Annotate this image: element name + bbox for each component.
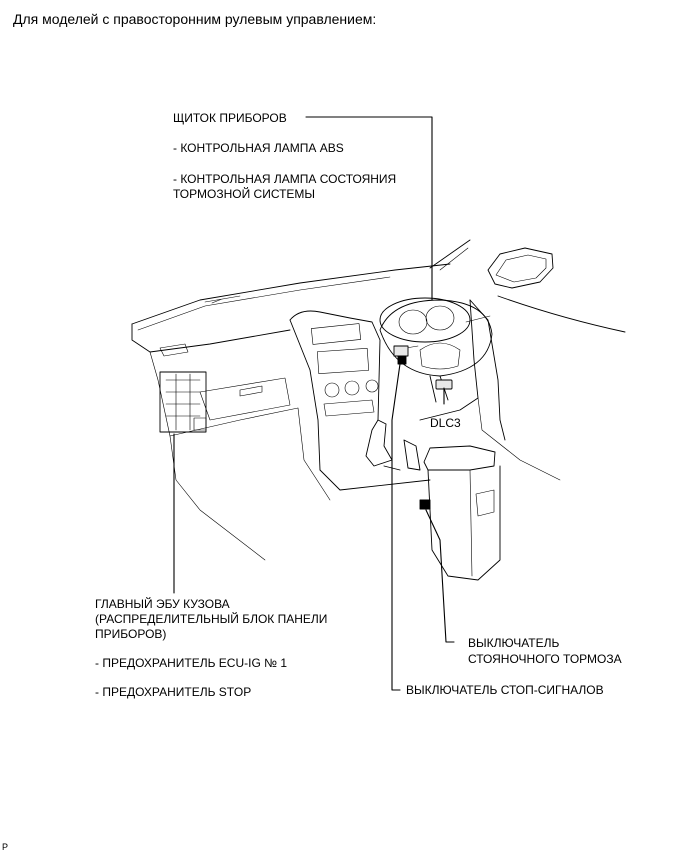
label-dlc3: DLC3 (430, 416, 461, 430)
junction-block (159, 371, 207, 433)
console-box (423, 445, 496, 471)
label-fuse-ecu-ig: - ПРЕДОХРАНИТЕЛЬ ECU-IG № 1 (95, 656, 288, 670)
parking-brake-switch (419, 499, 431, 510)
label-stop-light-switch: ВЫКЛЮЧАТЕЛЬ СТОП-СИГНАЛОВ (406, 683, 604, 697)
a-pillar-inner (439, 247, 469, 271)
center-stack-left (289, 319, 321, 471)
instrument-cluster (379, 297, 471, 343)
steering-wheel (379, 299, 493, 377)
label-abs-lamp: - КОНТРОЛЬНАЯ ЛАМПА ABS (173, 141, 344, 155)
dash-top-line (137, 276, 391, 331)
floor-line-right (477, 397, 561, 481)
console-box-side (427, 465, 501, 581)
junction-block-detail (165, 373, 201, 431)
audio-unit (316, 347, 370, 375)
center-display (310, 323, 362, 345)
floor-line-mid (297, 407, 331, 501)
label-main-body-ecu-line3: ПРИБОРОВ) (95, 627, 167, 641)
center-stack (289, 310, 381, 421)
side-mirror (487, 247, 554, 289)
leader-parking-brake (425, 509, 455, 643)
floor-line-left (169, 435, 266, 561)
console-tunnel (319, 465, 431, 491)
dash-vent-left (159, 343, 189, 357)
label-brake-lamp-line1: - КОНТРОЛЬНАЯ ЛАМПА СОСТОЯНИЯ (173, 172, 397, 186)
corner-mark: P (2, 842, 9, 852)
console-cupholder (475, 489, 495, 517)
dash-right (419, 299, 479, 421)
hvac-knob-center (344, 380, 360, 396)
leader-instrument-panel (305, 116, 433, 301)
hvac-knob-right (365, 379, 379, 393)
label-main-body-ecu-line2: (РАСПРЕДЕЛИТЕЛЬНЫЙ БЛОК ПАНЕЛИ (95, 612, 328, 626)
page-heading: Для моделей с правосторонним рулевым упр… (13, 11, 377, 27)
leader-stop-light (391, 363, 401, 691)
hvac-knob-left (324, 382, 340, 398)
label-fuse-stop: - ПРЕДОХРАНИТЕЛЬ STOP (95, 685, 252, 699)
side-mirror-inner (495, 254, 547, 283)
label-main-body-ecu-line1: ГЛАВНЫЙ ЭБУ КУЗОВА (95, 597, 230, 611)
dash-left-face (131, 323, 291, 353)
glovebox (199, 377, 291, 421)
label-parking-brake-line1: ВЫКЛЮЧАТЕЛЬ (468, 636, 560, 650)
gear-shifter (365, 419, 393, 467)
label-brake-lamp-line2: ТОРМОЗНОЙ СИСТЕМЫ (173, 187, 316, 201)
a-pillar (429, 239, 471, 269)
defroster-vent (204, 295, 241, 304)
glovebox-handle (239, 385, 263, 397)
parking-brake-lever (403, 439, 421, 471)
stop-switch-bracket (393, 345, 409, 357)
label-parking-brake-line2: СТОЯНОЧНОГО ТОРМОЗА (468, 652, 622, 666)
door-line (497, 295, 626, 333)
windshield-edge (131, 263, 451, 325)
dash-left-lower (149, 351, 299, 437)
label-instrument-panel: ЩИТОК ПРИБОРОВ (173, 111, 287, 125)
stop-light-switch (397, 355, 407, 365)
